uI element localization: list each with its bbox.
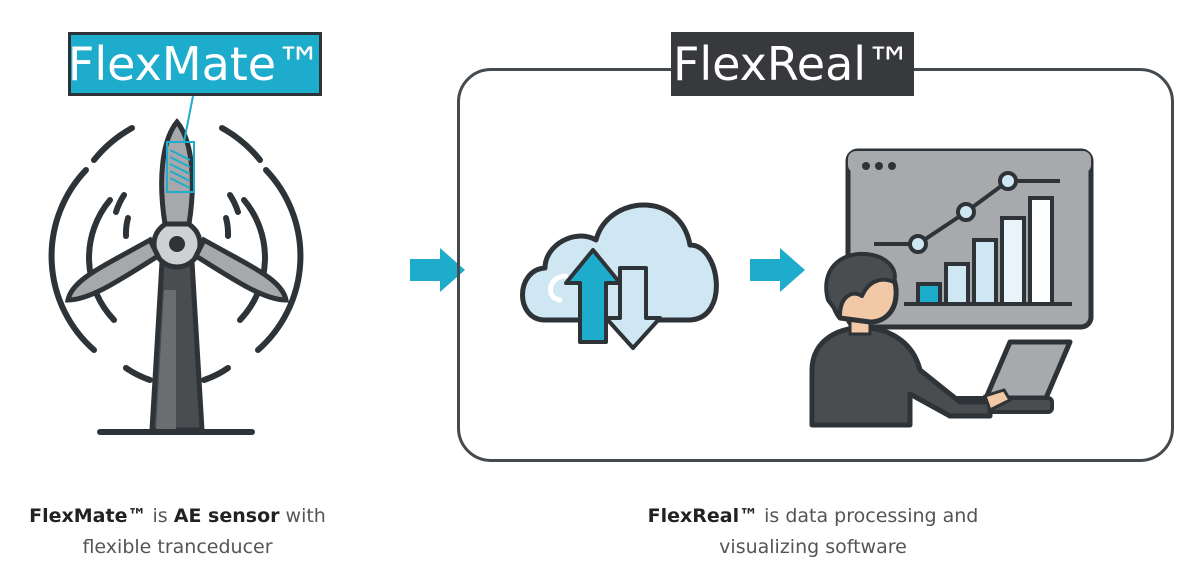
flexreal-caption-name: FlexReal™ (647, 505, 759, 527)
arrow-right-icon (750, 248, 805, 292)
flexreal-label-text: FlexReal™ (672, 37, 913, 91)
flexmate-caption-is: is (146, 505, 174, 527)
arrow-right-icon (410, 248, 465, 292)
flexreal-caption-rest: is data processing and (758, 505, 979, 527)
flexreal-label: FlexReal™ (671, 32, 914, 96)
flexreal-caption-line2: visualizing software (719, 536, 907, 558)
flexmate-caption-name: FlexMate™ (29, 505, 147, 527)
flexreal-frame (457, 68, 1174, 462)
analytics-person-icon (809, 148, 1094, 428)
flexreal-caption: FlexReal™ is data processing and visuali… (598, 501, 1028, 563)
wind-turbine-icon (48, 118, 304, 435)
flexmate-caption-sensor: AE sensor (173, 505, 280, 527)
flexmate-caption: FlexMate™ is AE sensor with flexible tra… (0, 501, 355, 563)
flexmate-label-text: FlexMate™ (67, 37, 323, 91)
flexmate-label: FlexMate™ (68, 32, 322, 96)
sensor-icon (166, 95, 195, 193)
cloud-sync-icon (520, 202, 719, 350)
flexmate-caption-line2: flexible tranceducer (82, 536, 273, 558)
flexmate-caption-with: with (279, 505, 326, 527)
